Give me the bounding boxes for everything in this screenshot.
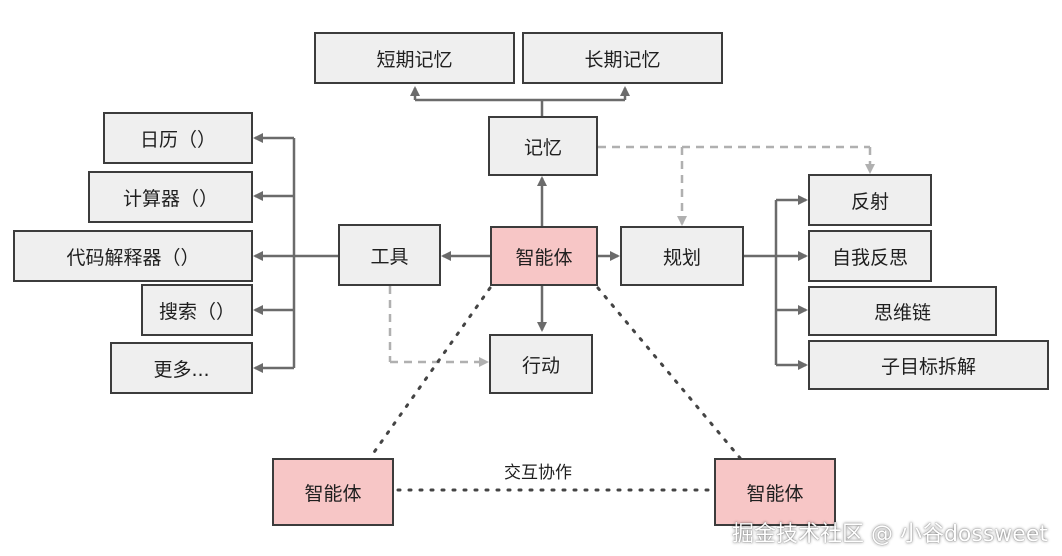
subgoal-decomposition-node: 子目标拆解 <box>808 340 1049 390</box>
tools-to-tool-list-connector <box>253 133 338 373</box>
planning-node: 规划 <box>620 226 744 286</box>
short-term-memory-node: 短期记忆 <box>314 32 515 84</box>
action-node: 行动 <box>489 334 593 394</box>
calculator-tool-node: 计算器（） <box>88 171 253 223</box>
long-term-memory-node: 长期记忆 <box>522 32 723 84</box>
more-tools-node: 更多... <box>110 342 253 394</box>
self-reflection-node: 自我反思 <box>808 230 932 282</box>
chain-of-thought-node: 思维链 <box>808 286 997 336</box>
tools-to-action-dashed-connector <box>388 286 489 367</box>
search-tool-node: 搜索（） <box>141 284 253 336</box>
memory-node: 记忆 <box>488 116 598 176</box>
collaboration-dotted-lines <box>368 286 742 492</box>
memory-to-planning-dashed-connector <box>598 145 875 226</box>
collaborating-agent-right-node: 智能体 <box>714 458 836 526</box>
tools-node: 工具 <box>338 224 441 286</box>
watermark-text: 掘金技术社区 @ 小谷dossweet <box>731 522 1048 547</box>
calendar-tool-node: 日历（） <box>103 112 253 164</box>
code-interpreter-tool-node: 代码解释器（） <box>13 230 253 282</box>
memory-to-memory-types-connector <box>410 86 630 116</box>
agent-node: 智能体 <box>490 226 598 286</box>
planning-to-method-list-connector <box>744 195 808 370</box>
collaboration-edge-label: 交互协作 <box>504 463 572 483</box>
collaborating-agent-left-node: 智能体 <box>272 458 394 526</box>
reflection-node: 反射 <box>808 174 932 226</box>
